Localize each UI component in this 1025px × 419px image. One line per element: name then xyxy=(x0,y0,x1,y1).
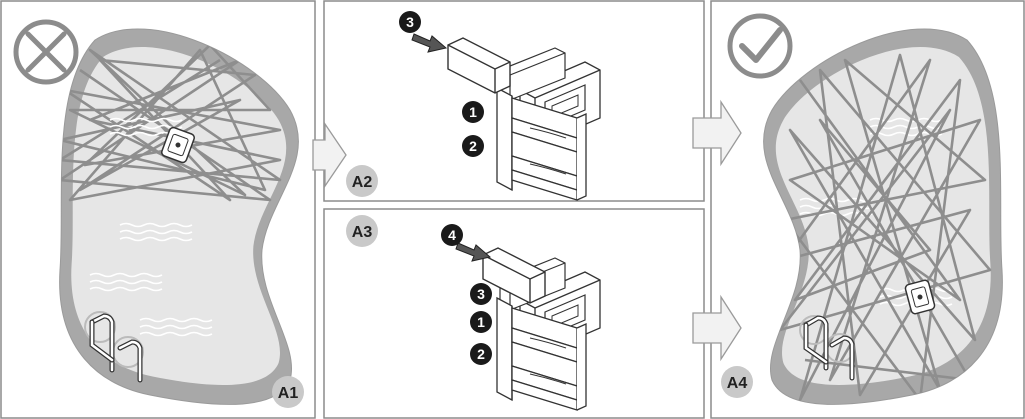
sliding-block-a3 xyxy=(482,247,546,304)
panel-a1-label: A1 xyxy=(272,376,304,408)
svg-text:1: 1 xyxy=(477,314,485,330)
step-marker-1-a2: 1 xyxy=(462,101,484,123)
svg-text:A2: A2 xyxy=(352,174,373,191)
pool-ladder xyxy=(84,311,144,383)
step-marker-1-a3: 1 xyxy=(470,311,492,333)
panel-a3-label: A3 xyxy=(346,215,378,247)
pool-a1 xyxy=(59,28,299,405)
sliding-block-a2 xyxy=(447,37,511,94)
panel-a2-frame xyxy=(323,0,705,202)
cross-mark-icon xyxy=(13,19,79,85)
flow-arrow-a1-to-a2 xyxy=(312,121,347,189)
svg-text:1: 1 xyxy=(469,104,477,120)
svg-text:4: 4 xyxy=(448,227,456,243)
panel-a4-frame xyxy=(710,0,1025,419)
svg-text:A4: A4 xyxy=(727,375,748,392)
svg-text:3: 3 xyxy=(406,14,414,30)
svg-text:A3: A3 xyxy=(352,224,373,241)
step-marker-3-a2: 3 xyxy=(399,11,421,33)
svg-text:A1: A1 xyxy=(278,385,299,402)
step-marker-2-a2: 2 xyxy=(462,135,484,157)
mounting-bracket-a2 xyxy=(496,47,601,201)
flow-arrow-a2-to-a4 xyxy=(692,99,742,167)
pool-a4 xyxy=(763,28,1003,405)
svg-text:3: 3 xyxy=(477,286,485,302)
pool-cleaner-device xyxy=(161,126,195,164)
svg-text:2: 2 xyxy=(477,346,485,362)
pool-ladder-a4 xyxy=(799,315,855,381)
step-marker-4-a3: 4 xyxy=(441,224,463,246)
panel-a2-label: A2 xyxy=(346,165,378,197)
svg-text:2: 2 xyxy=(469,138,477,154)
step-marker-3-a3: 3 xyxy=(470,283,492,305)
check-mark-icon xyxy=(727,13,793,79)
panel-a4-label: A4 xyxy=(721,366,753,398)
insert-arrow-a3 xyxy=(455,242,492,262)
pool-cleaner-device-a4 xyxy=(904,279,936,315)
insert-arrow-a2 xyxy=(411,33,448,53)
cleaner-path-lines-full xyxy=(778,53,992,402)
panel-a1-frame xyxy=(0,0,316,419)
step-marker-2-a3: 2 xyxy=(470,343,492,365)
flow-arrow-a3-to-a4 xyxy=(692,294,742,362)
